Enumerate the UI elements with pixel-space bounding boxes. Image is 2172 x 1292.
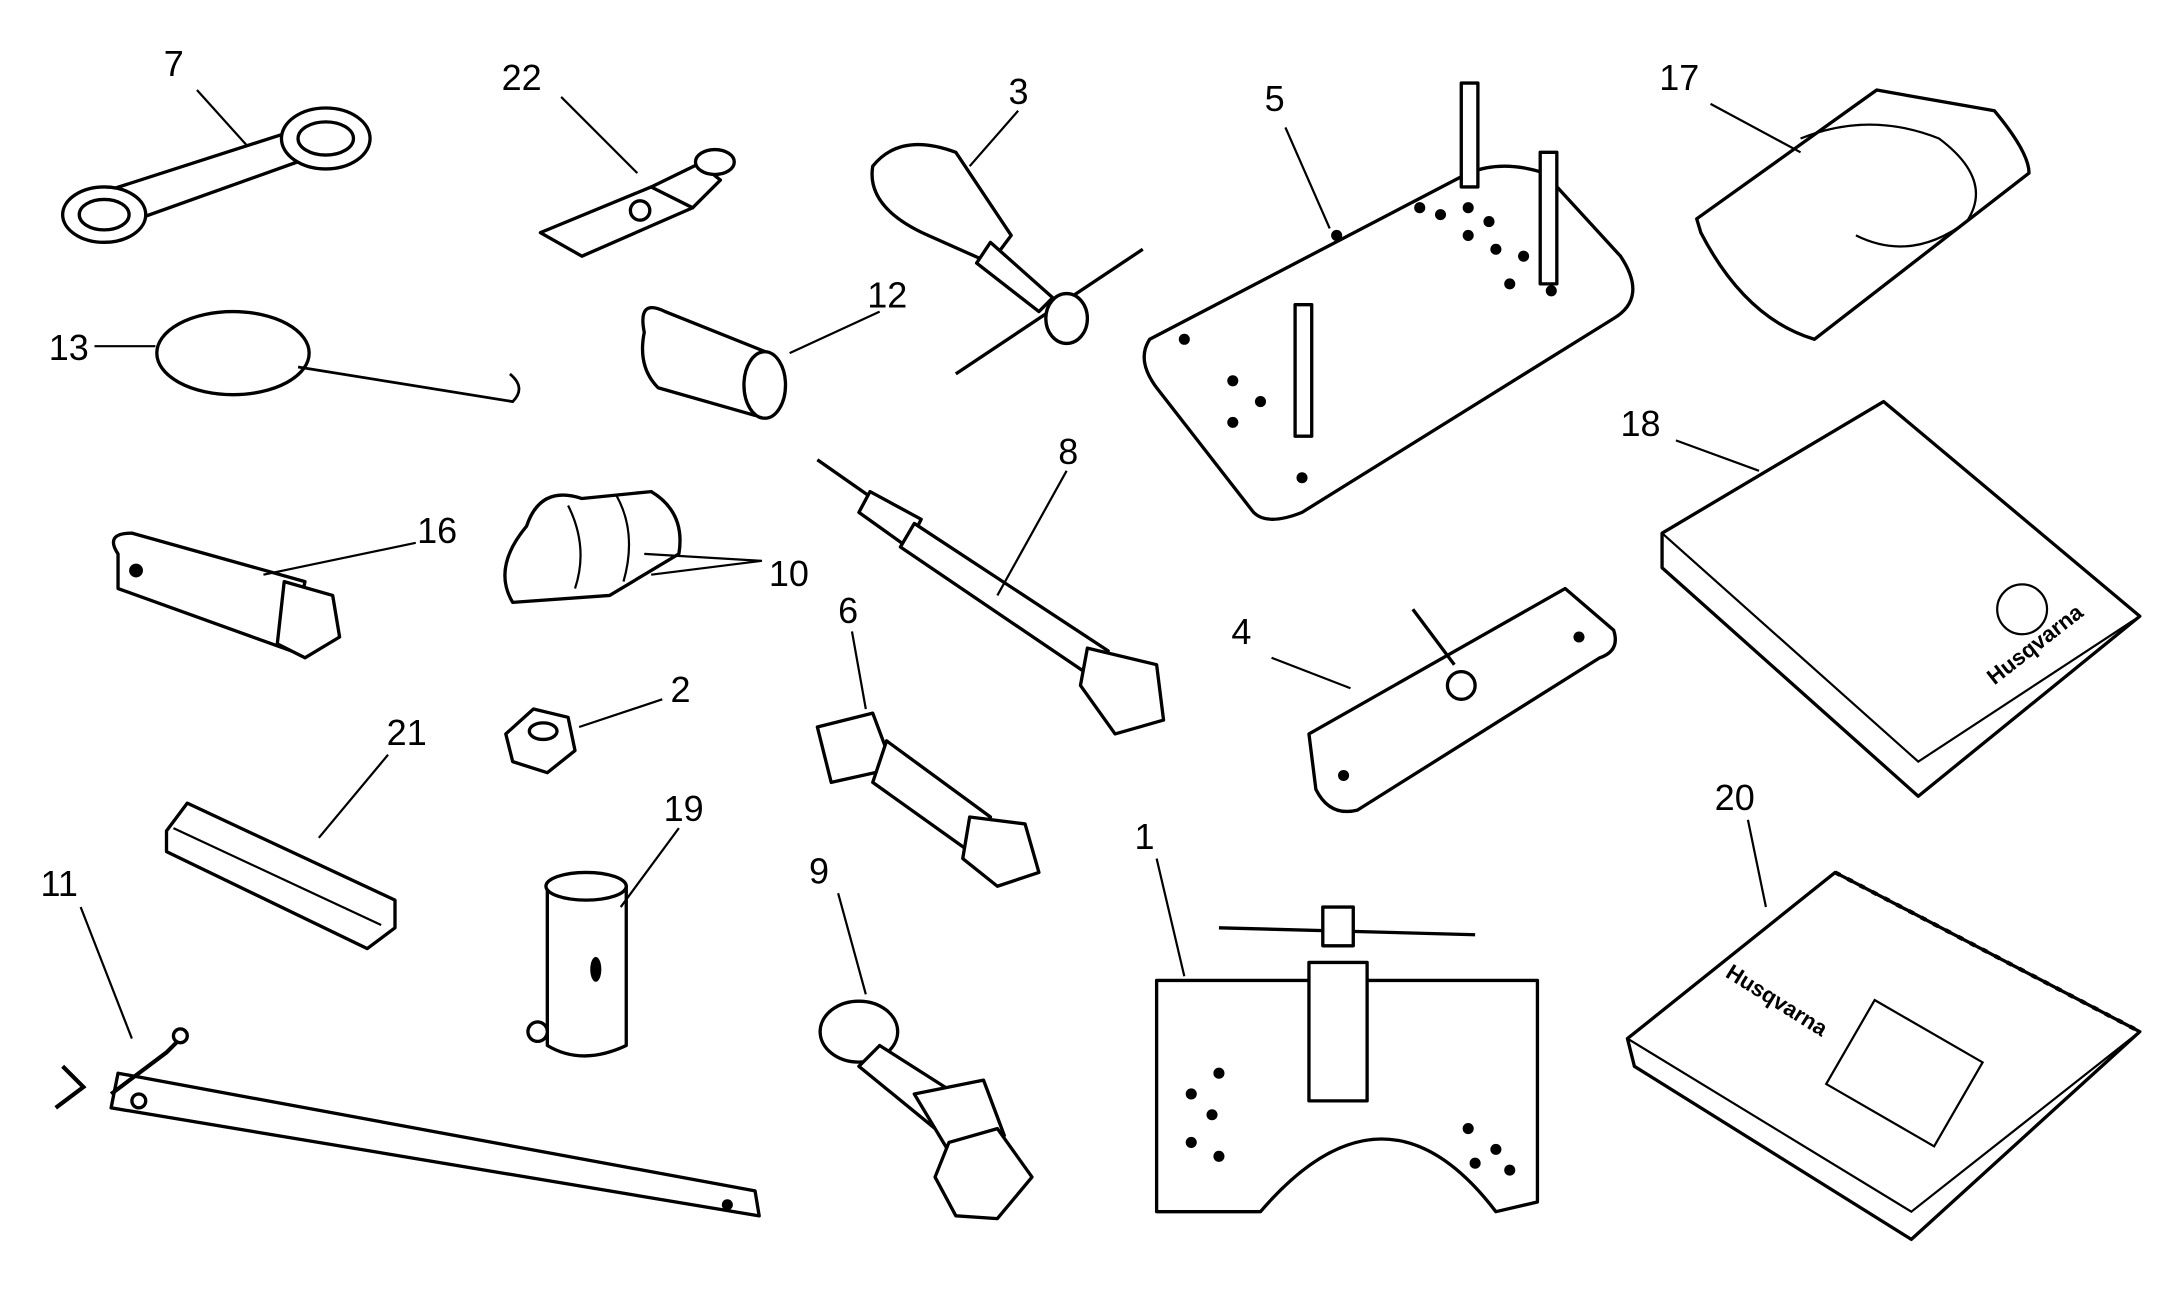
label-20: 20: [1715, 777, 1755, 818]
part-10-split-sleeves: [503, 489, 763, 605]
label-4: 4: [1231, 611, 1251, 652]
part-9-tool: [818, 892, 1034, 1221]
part-18-workshop-manual: Husqvarna: [1660, 399, 2142, 798]
part-11-holding-tool: [54, 906, 761, 1218]
label-17: 17: [1659, 57, 1699, 98]
label-10: 10: [769, 553, 809, 594]
label-2: 2: [671, 669, 691, 710]
part-19-sleeve: [526, 827, 680, 1058]
part-2-nut: [504, 698, 663, 775]
part-5-mounting-plate: [1142, 81, 1635, 521]
part-4-timing-bar: [1271, 586, 1617, 814]
label-7: 7: [164, 43, 184, 84]
label-11: 11: [40, 863, 77, 904]
label-6: 6: [838, 590, 858, 631]
label-16: 16: [417, 510, 457, 551]
label-5: 5: [1265, 78, 1285, 119]
part-22-strap-tool: [538, 96, 736, 258]
part-6-tool: [815, 631, 1041, 888]
part-20-spiral-booklet: Husqvarna: [1625, 819, 2142, 1242]
label-21: 21: [387, 712, 427, 753]
part-8-bolt-tool: [816, 458, 1166, 736]
label-22: 22: [502, 57, 542, 98]
label-19: 19: [664, 788, 704, 829]
part-17-booklet: [1695, 88, 2031, 341]
label-13: 13: [49, 327, 89, 368]
part-3-puller: [870, 110, 1144, 376]
part-7-ring-spanner: [60, 89, 372, 244]
part-1-press-plate: [1154, 858, 1540, 1214]
label-8: 8: [1058, 431, 1078, 472]
part-13-wire-hook: [94, 309, 521, 404]
label-9: 9: [809, 850, 829, 891]
label-1: 1: [1134, 816, 1154, 857]
label-12: 12: [867, 274, 907, 315]
label-18: 18: [1621, 403, 1661, 444]
label-3: 3: [1008, 71, 1028, 112]
part-21-hex-bar: [164, 753, 397, 951]
part-12-sleeve: [640, 306, 881, 420]
part-16-box-spanner: [111, 531, 416, 660]
